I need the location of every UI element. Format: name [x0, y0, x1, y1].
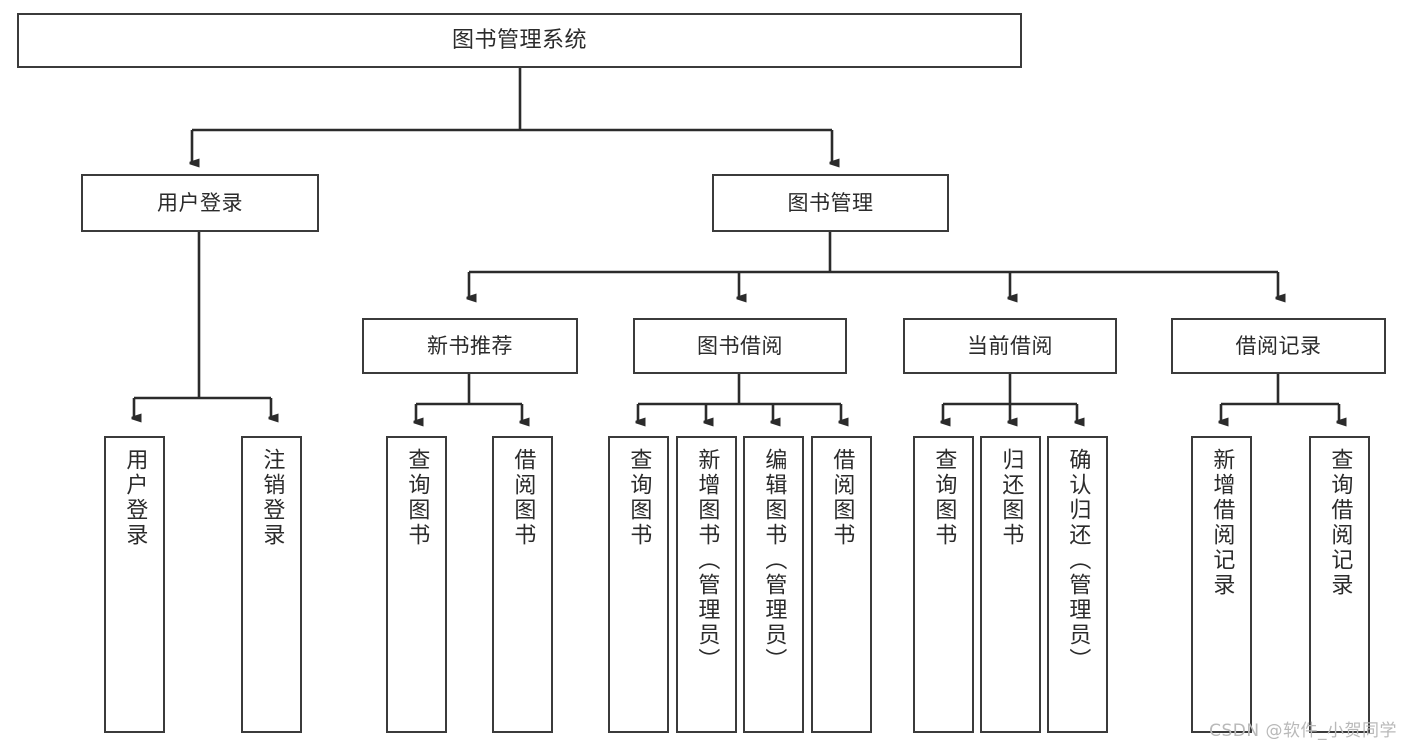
- node-user-login[interactable]: 用户登录: [81, 174, 319, 232]
- leaf-borrow-book-2[interactable]: 借阅图书: [811, 436, 872, 733]
- leaf-query-book-2[interactable]: 查询图书: [608, 436, 669, 733]
- node-label: 用户登录: [157, 190, 243, 215]
- node-root-book-management-system[interactable]: 图书管理系统: [17, 13, 1022, 68]
- leaf-borrow-book-1[interactable]: 借阅图书: [492, 436, 553, 733]
- node-borrow-record[interactable]: 借阅记录: [1171, 318, 1386, 374]
- node-label: 查询图书: [931, 448, 957, 548]
- node-label: 图书借阅: [697, 333, 783, 358]
- node-label: 编辑图书（管理员）: [761, 448, 787, 673]
- node-label: 查询借阅记录: [1327, 448, 1353, 598]
- leaf-query-record[interactable]: 查询借阅记录: [1309, 436, 1370, 733]
- node-label: 确认归还（管理员）: [1065, 448, 1091, 673]
- node-label: 借阅图书: [829, 448, 855, 548]
- node-book-borrow[interactable]: 图书借阅: [633, 318, 847, 374]
- node-label: 借阅记录: [1235, 333, 1322, 358]
- node-label: 借阅图书: [510, 448, 536, 548]
- leaf-query-book-3[interactable]: 查询图书: [913, 436, 974, 733]
- node-label: 查询图书: [626, 448, 652, 548]
- node-label: 注销登录: [259, 448, 285, 548]
- node-label: 归还图书: [998, 448, 1024, 548]
- leaf-confirm-return[interactable]: 确认归还（管理员）: [1047, 436, 1108, 733]
- watermark: CSDN @软件_小贺同学: [1209, 721, 1397, 741]
- node-label: 用户登录: [122, 448, 148, 548]
- leaf-add-book[interactable]: 新增图书（管理员）: [676, 436, 737, 733]
- node-current-borrow[interactable]: 当前借阅: [903, 318, 1117, 374]
- node-label: 新增借阅记录: [1209, 448, 1235, 598]
- leaf-return-book[interactable]: 归还图书: [980, 436, 1041, 733]
- leaf-user-login[interactable]: 用户登录: [104, 436, 165, 733]
- leaf-logout[interactable]: 注销登录: [241, 436, 302, 733]
- node-book-management[interactable]: 图书管理: [712, 174, 949, 232]
- node-new-book-recommend[interactable]: 新书推荐: [362, 318, 578, 374]
- leaf-query-book-1[interactable]: 查询图书: [386, 436, 447, 733]
- leaf-add-record[interactable]: 新增借阅记录: [1191, 436, 1252, 733]
- node-label: 图书管理: [787, 190, 874, 215]
- node-label: 新书推荐: [427, 333, 513, 358]
- node-label: 图书管理系统: [451, 27, 587, 53]
- node-label: 当前借阅: [967, 333, 1053, 358]
- node-label: 查询图书: [404, 448, 430, 548]
- node-label: 新增图书（管理员）: [694, 448, 720, 673]
- leaf-edit-book[interactable]: 编辑图书（管理员）: [743, 436, 804, 733]
